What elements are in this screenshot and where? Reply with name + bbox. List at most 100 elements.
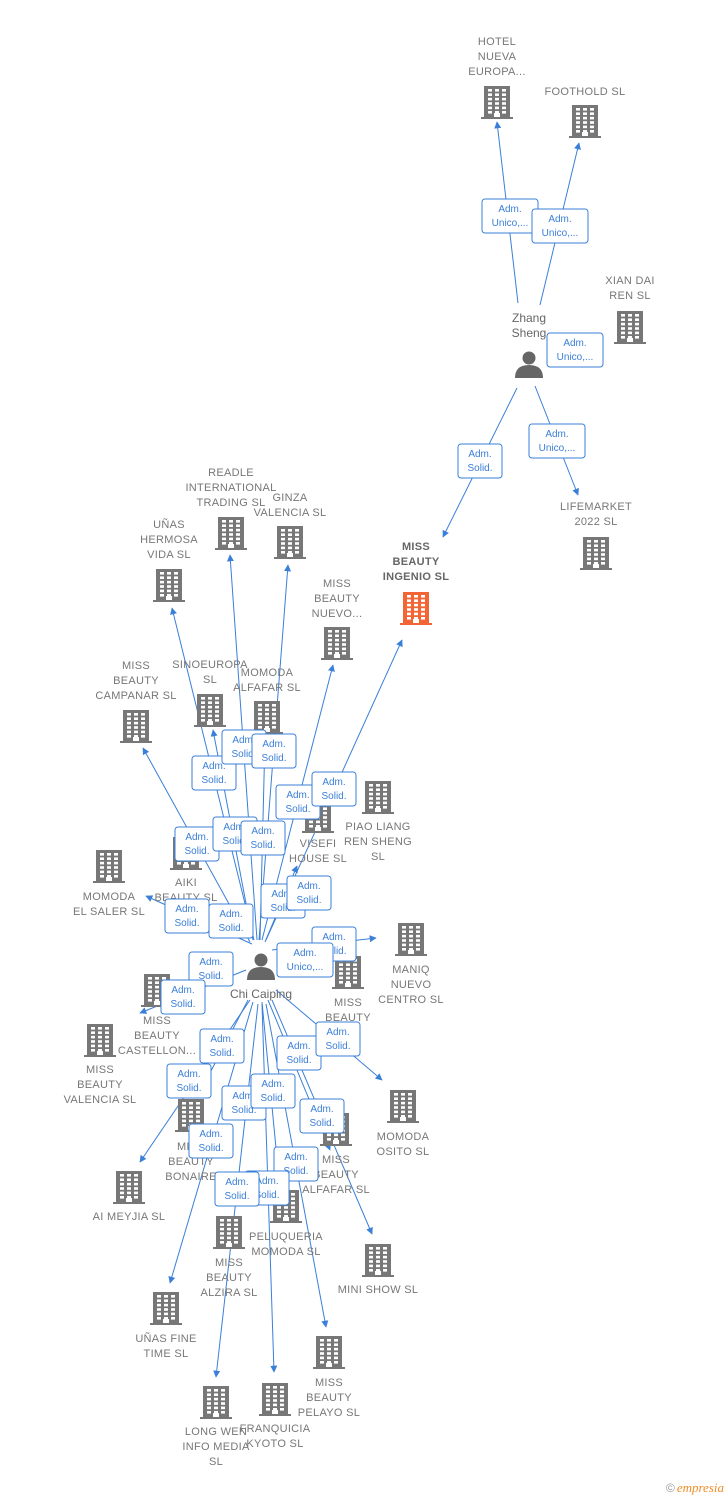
role-badge-text: Adm. bbox=[171, 985, 194, 996]
company-node-foothold[interactable]: FOOTHOLD SL bbox=[545, 86, 626, 138]
building-icon[interactable] bbox=[387, 1090, 419, 1123]
role-badge[interactable]: Adm.Solid. bbox=[240, 820, 286, 856]
role-badge[interactable]: Adm.Solid. bbox=[311, 771, 357, 807]
company-node-ai-meyjia[interactable]: AI MEYJIA SL bbox=[93, 1171, 166, 1223]
company-node-miss-nuevo[interactable]: MISSBEAUTYNUEVO... bbox=[312, 578, 363, 660]
company-label-line: MANIQ bbox=[392, 964, 430, 976]
building-icon[interactable] bbox=[274, 526, 306, 559]
role-badge[interactable]: Adm.Solid. bbox=[299, 1098, 345, 1134]
company-label-line: MISS bbox=[322, 1154, 350, 1166]
building-icon[interactable] bbox=[200, 1386, 232, 1419]
company-label-line: NUEVO... bbox=[312, 608, 363, 620]
role-badge-text: Adm. bbox=[545, 429, 568, 440]
person-node-chi[interactable]: Chi Caiping bbox=[230, 953, 292, 1002]
company-node-mini-show[interactable]: MINI SHOW SL bbox=[338, 1244, 419, 1296]
building-icon[interactable] bbox=[259, 1383, 291, 1416]
building-icon[interactable] bbox=[580, 537, 612, 570]
role-badge[interactable]: Adm.Solid. bbox=[457, 443, 503, 479]
company-label-line: BEAUTY bbox=[325, 1012, 371, 1024]
company-label-line: BEAUTY bbox=[113, 675, 159, 687]
building-icon[interactable] bbox=[113, 1171, 145, 1204]
role-badge-text: Adm. bbox=[225, 1177, 248, 1188]
role-badge[interactable]: Adm.Unico,... bbox=[546, 332, 604, 368]
person-icon[interactable] bbox=[515, 351, 543, 379]
building-icon[interactable] bbox=[321, 627, 353, 660]
building-icon[interactable] bbox=[569, 105, 601, 138]
role-badge[interactable]: Adm.Unico,... bbox=[481, 198, 539, 234]
role-badge-text: Solid. bbox=[198, 1143, 223, 1154]
role-badge-text: Adm. bbox=[286, 790, 309, 801]
company-label-line: EL SALER SL bbox=[73, 906, 145, 918]
building-icon[interactable] bbox=[481, 86, 513, 119]
building-icon[interactable] bbox=[194, 694, 226, 727]
role-badge[interactable]: Adm.Solid. bbox=[251, 733, 297, 769]
role-badge[interactable]: Adm.Unico,... bbox=[528, 423, 586, 459]
building-icon[interactable] bbox=[614, 311, 646, 344]
role-badge[interactable]: Adm.Solid. bbox=[315, 1021, 361, 1057]
role-badge[interactable]: Adm.Solid. bbox=[214, 1171, 260, 1207]
role-badge-text: Adm. bbox=[297, 881, 320, 892]
company-label-line: BONAIRE bbox=[165, 1171, 217, 1183]
role-badge[interactable]: Adm.Solid. bbox=[286, 875, 332, 911]
company-label-line: FOOTHOLD SL bbox=[545, 86, 626, 98]
role-badge[interactable]: Adm.Solid. bbox=[160, 979, 206, 1015]
building-icon[interactable] bbox=[153, 569, 185, 602]
building-icon[interactable] bbox=[213, 1216, 245, 1249]
company-label-line: INFO MEDIA bbox=[182, 1441, 250, 1453]
role-badge-text: Unico,... bbox=[557, 352, 594, 363]
building-icon[interactable] bbox=[251, 701, 283, 734]
company-node-momoda-saler[interactable]: MOMODA EL SALER SL bbox=[73, 850, 145, 918]
building-icon[interactable] bbox=[313, 1336, 345, 1369]
role-badge[interactable]: Adm.Solid. bbox=[164, 898, 210, 934]
company-label-line: SL bbox=[371, 851, 385, 863]
building-icon[interactable] bbox=[395, 923, 427, 956]
role-badge[interactable]: Adm.Solid. bbox=[275, 784, 321, 820]
role-badge[interactable]: Adm.Solid. bbox=[188, 951, 234, 987]
role-badge[interactable]: Adm.Solid. bbox=[208, 903, 254, 939]
building-icon[interactable] bbox=[362, 1244, 394, 1277]
role-badge-text: Adm. bbox=[177, 1069, 200, 1080]
company-node-hotel-nueva[interactable]: HOTELNUEVAEUROPA... bbox=[468, 36, 526, 119]
company-label-line: INTERNATIONAL bbox=[185, 482, 276, 494]
role-badge[interactable]: Adm.Unico,... bbox=[276, 942, 334, 978]
building-icon[interactable] bbox=[93, 850, 125, 883]
role-badge[interactable]: Adm.Solid. bbox=[276, 1035, 322, 1071]
building-icon[interactable] bbox=[150, 1292, 182, 1325]
company-label-line: MOMODA bbox=[83, 891, 136, 903]
building-icon[interactable] bbox=[362, 781, 394, 814]
brand-name[interactable]: empresia bbox=[676, 1480, 724, 1495]
role-badge[interactable]: Adm.Solid. bbox=[188, 1123, 234, 1159]
building-icon[interactable] bbox=[120, 710, 152, 743]
person-icon[interactable] bbox=[247, 953, 275, 981]
role-badge[interactable]: Adm.Unico,... bbox=[531, 208, 589, 244]
role-badge[interactable]: Adm.Solid. bbox=[199, 1028, 245, 1064]
building-icon[interactable] bbox=[84, 1024, 116, 1057]
role-badge-text: Solid. bbox=[283, 1166, 308, 1177]
company-label-line: MISS bbox=[215, 1257, 243, 1269]
role-badge[interactable]: Adm.Solid. bbox=[174, 826, 220, 862]
role-badge[interactable]: Adm.Solid. bbox=[250, 1073, 296, 1109]
building-icon[interactable] bbox=[400, 592, 432, 625]
role-badge[interactable]: Adm.Solid. bbox=[166, 1063, 212, 1099]
building-icon[interactable] bbox=[215, 517, 247, 550]
